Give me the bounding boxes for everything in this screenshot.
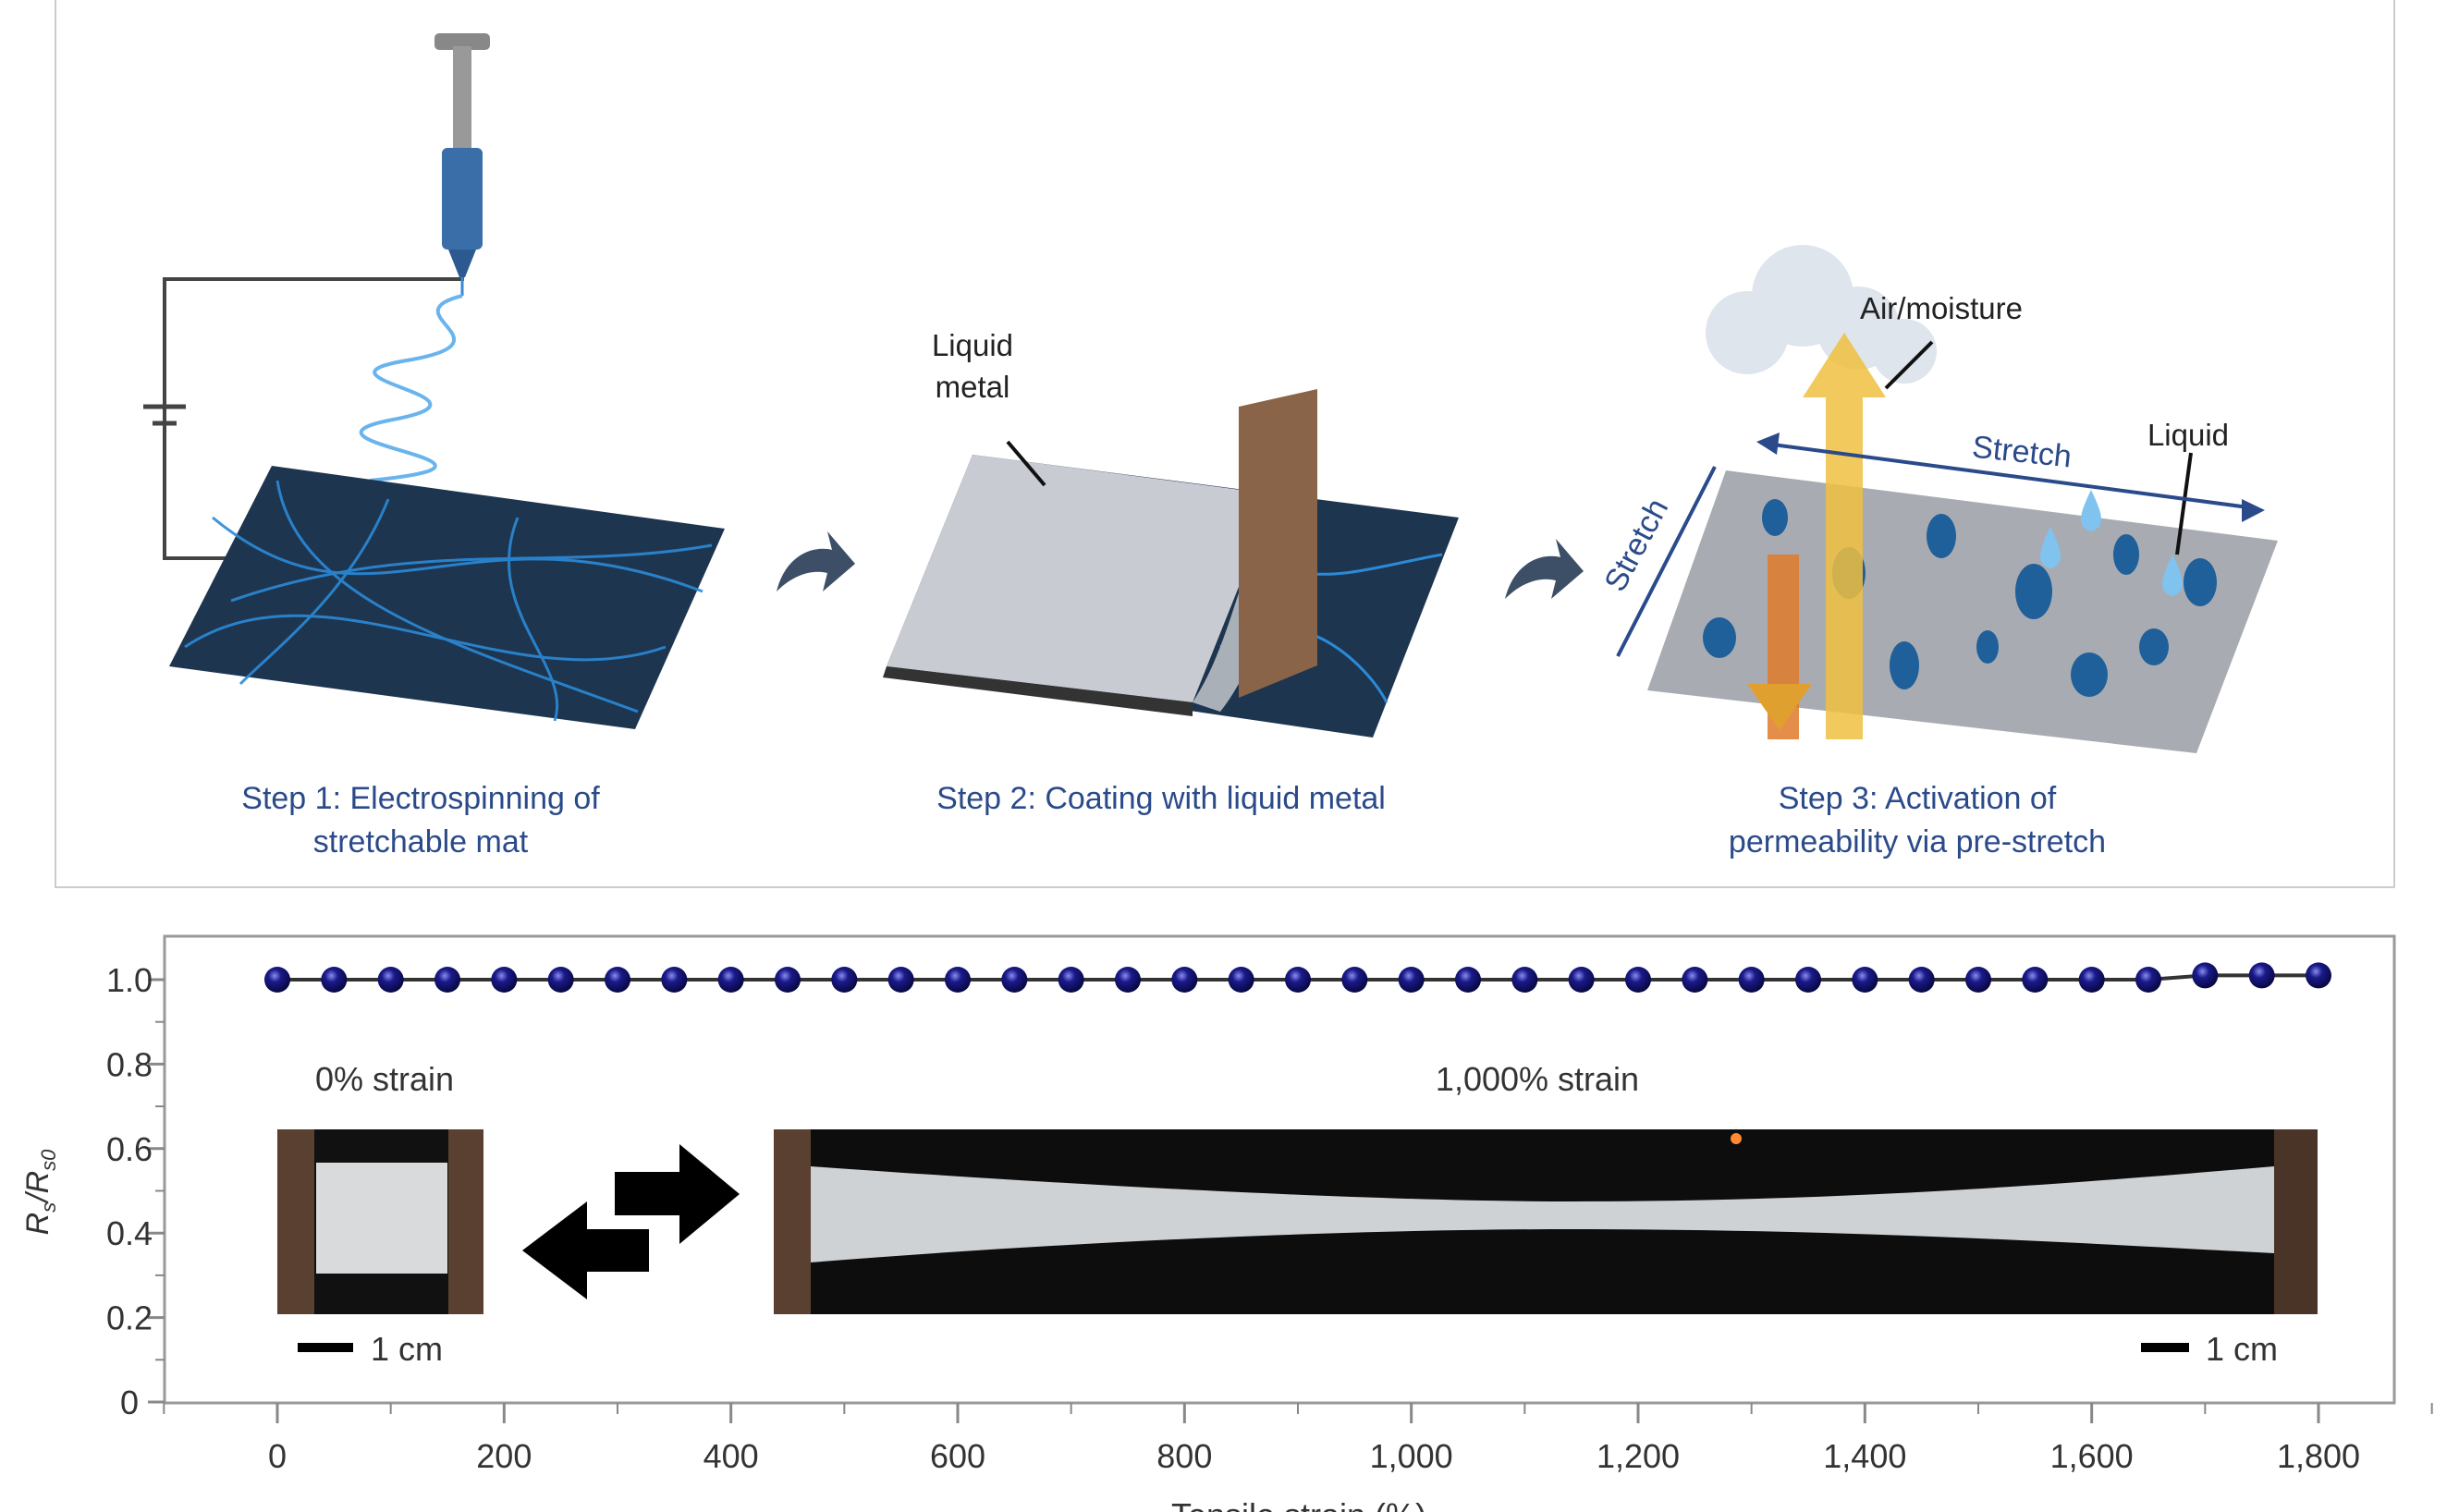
data-point [1115, 967, 1141, 993]
fiber-mat [169, 466, 725, 729]
x-tick-label: 600 [930, 1437, 985, 1475]
data-point [434, 967, 460, 993]
step1-label-line2: stretchable mat [313, 824, 529, 860]
data-point [661, 967, 688, 993]
data-point [547, 967, 574, 993]
step1-label-line1: Step 1: Electrospinning of [241, 781, 600, 816]
arrow-left-icon [522, 1201, 649, 1299]
data-point [605, 967, 630, 993]
photo-1000-strain [774, 1129, 2318, 1314]
cloud-icon [1706, 245, 1937, 384]
data-point [945, 967, 971, 993]
scale-label-right: 1 cm [2206, 1330, 2278, 1368]
y-tick-label: 0.6 [106, 1130, 153, 1168]
step3-label-line1: Step 3: Activation of [1779, 781, 2057, 816]
data-point [264, 967, 290, 993]
y-tick-label: 1.0 [106, 961, 153, 999]
data-point [1511, 967, 1538, 993]
schematic-panel: Step 1: Electrospinning of stretchable m… [55, 0, 2395, 888]
x-tick-label: 1,200 [1597, 1437, 1680, 1475]
photo-0-strain [277, 1129, 483, 1314]
scale-bar [2141, 1343, 2189, 1352]
liquid-label: Liquid [2147, 418, 2229, 452]
inset-label-1000-strain: 1,000% strain [1436, 1060, 1639, 1098]
data-point [377, 967, 404, 993]
x-tick-label: 1,600 [2050, 1437, 2134, 1475]
data-point [1001, 967, 1028, 993]
data-point [1398, 967, 1425, 993]
step3-label-line2: permeability via pre-stretch [1729, 824, 2106, 860]
y-axis-label: Rs/Rs0 [20, 1149, 60, 1236]
data-point [1455, 967, 1481, 993]
x-tick-label: 1,400 [1823, 1437, 1906, 1475]
data-point [1682, 967, 1708, 993]
step2-label: Step 2: Coating with liquid metal [936, 781, 1386, 816]
data-series [264, 962, 2331, 993]
data-point [1738, 967, 1765, 993]
air-moisture-label: Air/moisture [1860, 291, 2023, 325]
x-tick-label: 1,000 [1370, 1437, 1453, 1475]
data-point [1341, 967, 1368, 993]
data-point [2192, 962, 2219, 989]
data-point [2135, 967, 2161, 993]
chart: 0 0.2 0.4 0.6 0.8 1.0 0 200 400 600 800 1,000 1,200… [20, 934, 2433, 1512]
fiber-jet [359, 294, 463, 482]
liquid-metal-label-line1: Liquid [932, 328, 1013, 362]
data-point [1568, 967, 1595, 993]
data-point [1965, 967, 1991, 993]
data-point [1625, 967, 1651, 993]
y-tick-label: 0.4 [106, 1214, 153, 1252]
coating-illustration: Liquid metal Step 2: Coating with liquid… [883, 328, 1459, 816]
data-point [775, 967, 801, 993]
data-point [1852, 967, 1878, 993]
liquid-metal-label-line2: metal [936, 370, 1010, 404]
data-point [2248, 962, 2275, 989]
y-tick-label: 0.8 [106, 1045, 153, 1083]
data-point [831, 967, 858, 993]
air-flow-arrow [1803, 333, 1886, 739]
x-axis: 0 200 400 600 800 1,000 1,200 1,400 1,600 1,800 [163, 1403, 2433, 1475]
x-tick-label: 1,800 [2277, 1437, 2360, 1475]
curved-arrow-icon [1505, 539, 1584, 599]
data-point [2306, 962, 2331, 989]
data-point [2022, 967, 2049, 993]
x-tick-label: 800 [1156, 1437, 1212, 1475]
data-point [1285, 967, 1311, 993]
data-point [491, 967, 518, 993]
syringe-icon [434, 33, 490, 296]
x-tick-label: 0 [268, 1437, 287, 1475]
inset-label-0-strain: 0% strain [315, 1060, 454, 1098]
data-point [2078, 967, 2105, 993]
scale-bar [298, 1343, 353, 1352]
activation-illustration: Air/moisture Stretch Stretch Liquid Step… [1597, 245, 2278, 860]
y-tick-label: 0.2 [106, 1299, 153, 1337]
y-axis: 0 0.2 0.4 0.6 0.8 1.0 [106, 961, 165, 1421]
y-tick-label: 0 [120, 1384, 139, 1421]
data-point [1058, 967, 1084, 993]
electrospinning-illustration: Step 1: Electrospinning of stretchable m… [143, 33, 725, 860]
x-axis-label: Tensile strain (%) [1171, 1496, 1426, 1512]
arrow-right-icon [615, 1144, 740, 1244]
data-point [1795, 967, 1821, 993]
data-point [1908, 967, 1935, 993]
curved-arrow-icon [777, 531, 855, 591]
data-point [321, 967, 348, 993]
data-point [717, 967, 744, 993]
data-point [1228, 967, 1254, 993]
scale-label-left: 1 cm [371, 1330, 443, 1368]
x-tick-label: 400 [703, 1437, 759, 1475]
x-tick-label: 200 [476, 1437, 532, 1475]
data-point [887, 967, 914, 993]
data-point [1171, 967, 1198, 993]
